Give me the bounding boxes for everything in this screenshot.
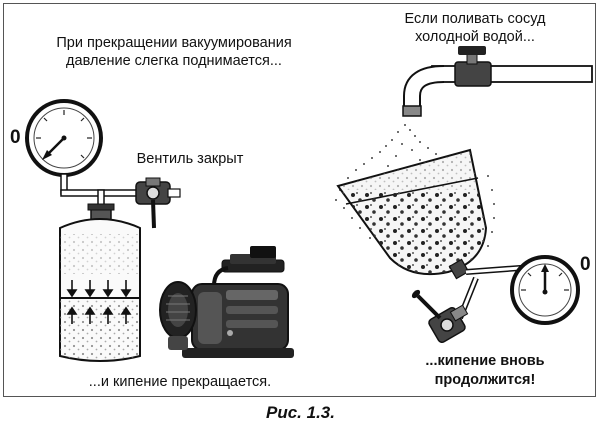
figure-caption: Рис. 1.3.: [266, 403, 335, 422]
right-valve: [411, 289, 469, 344]
pressure-rises-line1: При прекращении вакуумирования: [56, 35, 292, 51]
boiling-resumes-line1: ...кипение вновь: [425, 353, 545, 369]
right-gauge-zero-label: 0: [580, 254, 591, 275]
pressure-rises-line2: давление слегка поднимается...: [66, 53, 282, 69]
vacuum-jar: [59, 203, 141, 362]
closed-valve: [135, 177, 181, 229]
left-gauge-zero-label: 0: [10, 127, 21, 148]
cold-water-line1: Если поливать сосуд: [404, 11, 546, 27]
right-pressure-gauge: [510, 255, 580, 325]
valve-closed-label: Вентиль закрыт: [136, 151, 244, 167]
cold-water-line2: холодной водой...: [415, 29, 535, 45]
water-tap: [402, 46, 593, 117]
left-pressure-gauge: [25, 99, 103, 195]
boiling-resumes-line2: продолжится!: [434, 372, 536, 388]
boiling-stops-label: ...и кипение прекращается.: [88, 374, 272, 390]
vacuum-pump: [159, 246, 294, 358]
